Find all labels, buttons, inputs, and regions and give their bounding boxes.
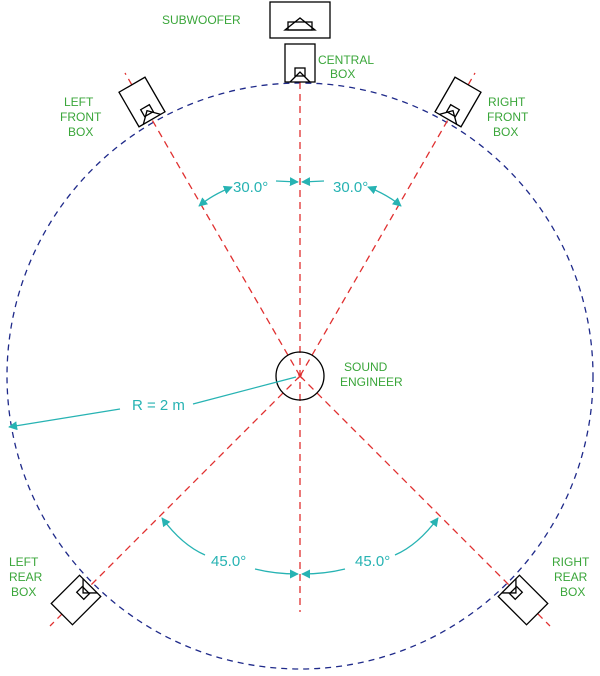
left-rear-label-line2: REAR <box>9 570 43 584</box>
right-rear-label-line1: RIGHT <box>552 555 590 569</box>
left-front-label-line2: FRONT <box>60 110 102 124</box>
left-rear-box <box>50 574 102 626</box>
right-rear-axis-line <box>299 375 551 627</box>
front-left-angle-arc <box>198 185 233 207</box>
left-front-axis-line <box>124 72 301 377</box>
rear-left-angle-arc <box>161 517 206 556</box>
sound-engineer-circle <box>275 351 325 401</box>
right-rear-box <box>497 574 549 626</box>
left-front-box <box>118 76 166 128</box>
dimension-arcs <box>8 177 439 579</box>
axis-lines <box>49 70 551 627</box>
front-right-angle-label: 30.0° <box>333 179 368 196</box>
right-front-label-line3: BOX <box>493 125 518 139</box>
left-front-label-line3: BOX <box>68 125 93 139</box>
radius-label: R = 2 m <box>132 397 185 414</box>
rear-left-angle-arc-bottom <box>254 568 299 579</box>
left-rear-label-line1: LEFT <box>9 555 39 569</box>
right-front-axis-line <box>299 72 476 377</box>
engineer-marker: × <box>297 372 303 383</box>
front-right-angle-arc <box>367 185 402 207</box>
right-rear-label-line3: BOX <box>560 585 585 599</box>
right-front-box <box>434 76 482 128</box>
subwoofer-label: SUBWOOFER <box>162 13 241 27</box>
right-front-label-line2: FRONT <box>487 110 529 124</box>
radius-arrow <box>8 408 121 431</box>
rear-left-angle-label: 45.0° <box>211 553 246 570</box>
engineer-label-line1: SOUND <box>344 360 388 374</box>
rear-right-angle-arc-bottom <box>301 568 346 579</box>
engineer-label-line2: ENGINEER <box>340 375 403 389</box>
rear-right-angle-arc <box>394 517 439 556</box>
central-box <box>284 43 316 83</box>
front-right-angle-arc-top <box>301 177 325 187</box>
left-front-label-line1: LEFT <box>64 95 94 109</box>
right-front-label-line1: RIGHT <box>488 95 526 109</box>
left-rear-label-line3: BOX <box>11 585 36 599</box>
right-rear-label-line2: REAR <box>554 570 588 584</box>
rear-right-angle-label: 45.0° <box>355 553 390 570</box>
radius-leader <box>192 376 297 405</box>
left-rear-axis-line <box>49 375 301 627</box>
subwoofer-box <box>269 1 331 39</box>
front-left-angle-arc-top <box>275 177 299 187</box>
front-left-angle-label: 30.0° <box>233 179 268 196</box>
central-label-line1: CENTRAL <box>318 53 374 67</box>
central-label-line2: BOX <box>330 67 355 81</box>
